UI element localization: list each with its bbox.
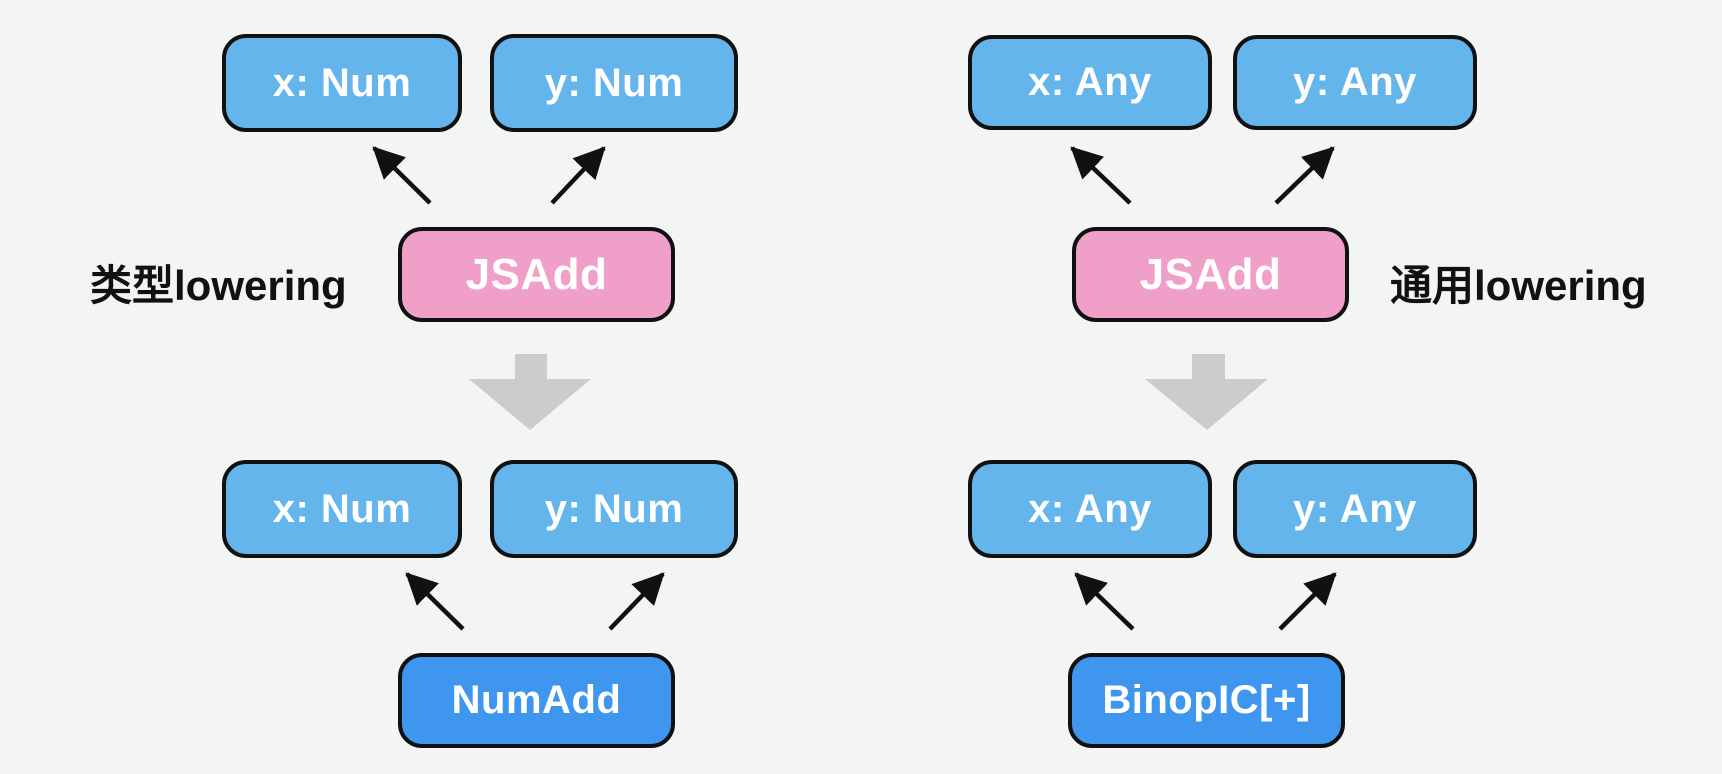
left-lowering-label: 类型lowering — [90, 262, 347, 309]
edge-right-binopic-to-y — [1278, 572, 1337, 631]
right-before-operand-x: x: Any — [968, 35, 1212, 130]
right-after-operand-x: x: Any — [968, 460, 1212, 558]
left-jsadd-node: JSAdd — [398, 227, 675, 322]
right-after-operand-y: y: Any — [1233, 460, 1477, 558]
left-before-operand-y: y: Num — [490, 34, 738, 132]
left-after-operand-y: y: Num — [490, 460, 738, 558]
left-after-operand-x: x: Num — [222, 460, 462, 558]
edge-left-jsadd-to-x — [372, 146, 432, 205]
edge-right-jsadd-to-y — [1274, 146, 1335, 205]
left-lowering-arrow-icon — [469, 354, 591, 430]
right-binopic-node: BinopIC[+] — [1068, 653, 1345, 748]
edge-left-jsadd-to-y — [550, 146, 606, 205]
left-before-operand-x: x: Num — [222, 34, 462, 132]
right-jsadd-node: JSAdd — [1072, 227, 1349, 322]
right-lowering-arrow-icon — [1145, 354, 1268, 430]
edge-right-jsadd-to-x — [1070, 146, 1132, 205]
right-lowering-label: 通用lowering — [1390, 262, 1647, 309]
left-numadd-node: NumAdd — [398, 653, 675, 748]
edge-left-numadd-to-x — [405, 572, 465, 631]
right-before-operand-y: y: Any — [1233, 35, 1477, 130]
edge-left-numadd-to-y — [608, 572, 665, 631]
edge-right-binopic-to-x — [1074, 572, 1135, 631]
